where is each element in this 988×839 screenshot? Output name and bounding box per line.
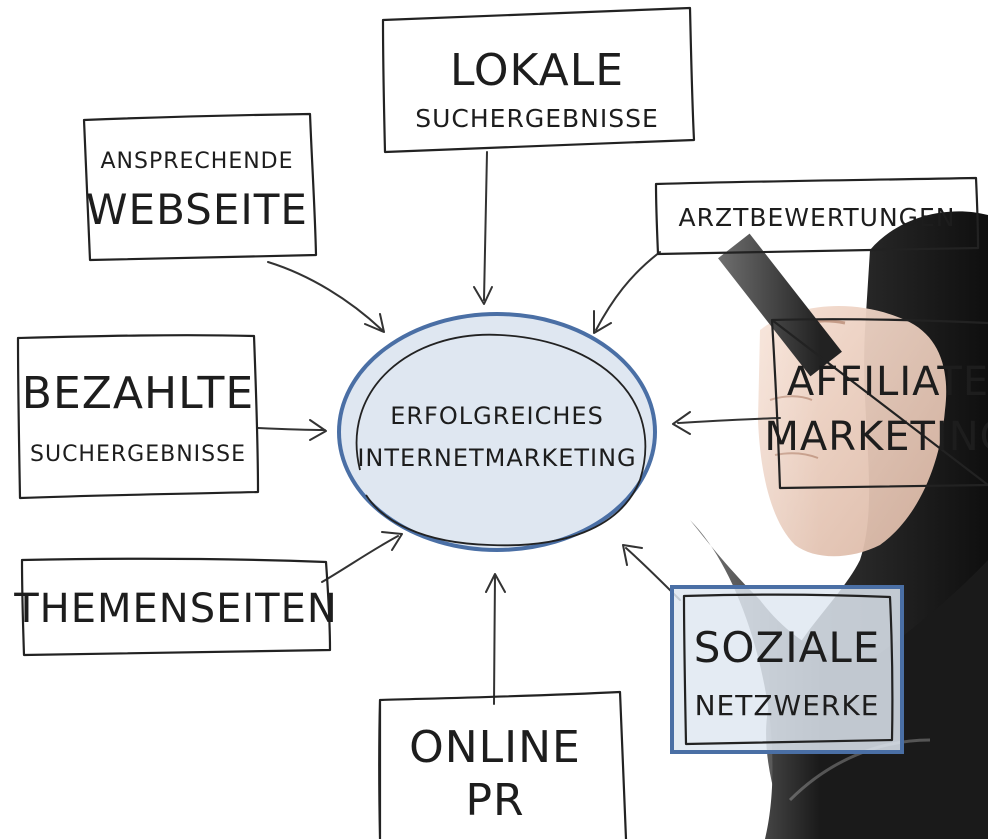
arrow-themenseiten: [321, 531, 403, 583]
lokale-subtitle: SUCHERGEBNISSE: [415, 104, 659, 133]
center-text-line2: INTERNETMARKETING: [357, 444, 636, 472]
node-webseite: ANSPRECHENDE WEBSEITE: [82, 112, 318, 262]
arztbewertungen-title: ARZTBEWERTUNGEN: [678, 203, 955, 232]
online-pr-subtitle: PR: [465, 775, 524, 826]
affiliate-subtitle: MARKETING: [764, 414, 988, 460]
themenseiten-title: THEMENSEITEN: [13, 586, 338, 632]
webseite-subtitle: ANSPRECHENDE: [100, 149, 293, 174]
online-pr-title: ONLINE: [409, 722, 581, 773]
arrow-affiliate: [672, 411, 781, 435]
bezahlte-title: BEZAHLTE: [22, 368, 254, 419]
soziale-subtitle: NETZWERKE: [695, 689, 880, 722]
bezahlte-subtitle: SUCHERGEBNISSE: [30, 442, 246, 467]
node-affiliate: AFFILIATE MARKETING: [764, 318, 988, 490]
node-lokale: LOKALE SUCHERGEBNISSE: [381, 6, 696, 154]
arrow-bezahlte: [257, 419, 327, 441]
node-soziale: SOZIALE NETZWERKE: [670, 585, 904, 754]
center-node: ERFOLGREICHES INTERNETMARKETING: [337, 312, 657, 552]
center-text-line1: ERFOLGREICHES: [390, 402, 604, 430]
webseite-title: WEBSEITE: [86, 185, 308, 234]
affiliate-title: AFFILIATE: [787, 359, 988, 405]
lokale-title: LOKALE: [450, 45, 624, 96]
arrow-webseite: [267, 261, 385, 333]
node-bezahlte: BEZAHLTE SUCHERGEBNISSE: [16, 334, 260, 500]
node-online-pr: ONLINE PR: [378, 690, 628, 839]
arrow-online-pr: [485, 573, 506, 705]
arrows: [257, 151, 781, 705]
arrow-lokale: [473, 151, 493, 305]
arrow-arztbewertungen: [593, 251, 661, 334]
node-themenseiten: THEMENSEITEN: [13, 557, 338, 657]
node-arztbewertungen: ARZTBEWERTUNGEN: [654, 176, 980, 256]
soziale-title: SOZIALE: [694, 623, 881, 672]
